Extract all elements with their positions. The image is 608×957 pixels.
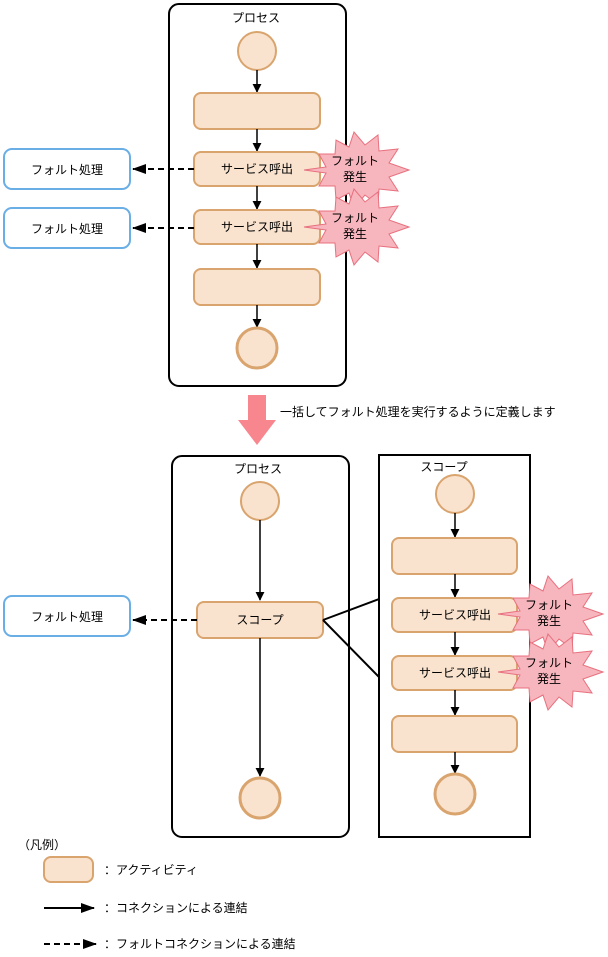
bottom-start-node[interactable]: [240, 481, 280, 521]
bottom-scope-activity-label: スコープ: [236, 613, 283, 627]
top-process-title: プロセス: [232, 11, 280, 25]
legend-activity-swatch: [43, 856, 94, 883]
top-end-node[interactable]: [235, 326, 279, 370]
top-fault-2-line1: フォルト: [331, 211, 379, 225]
legend: （凡例） ：アクティビティ ：コネクションによる連結 ：フォルトコネクションによ…: [18, 838, 296, 951]
scope-zoom-line-bottom: [322, 619, 380, 837]
bottom-fault-2-line1: フォルト: [525, 656, 573, 670]
top-fault-burst-1: フォルト 発生: [303, 130, 411, 210]
top-process: プロセス サービス呼出 サービス呼出: [168, 3, 347, 387]
top-activity-2[interactable]: [193, 268, 321, 306]
bottom-fault-handler[interactable]: [3, 595, 131, 637]
top-service-call-2-label: サービス呼出: [221, 220, 293, 234]
top-fault-handler-1[interactable]: [3, 148, 131, 190]
top-fault-handler-2[interactable]: [3, 207, 131, 249]
top-fault-2-line2: 発生: [343, 227, 367, 241]
top-activity-1[interactable]: [193, 92, 321, 130]
transition-text: 一括してフォルト処理を実行するように定義します: [280, 404, 556, 419]
legend-connection-label: ：コネクションによる連結: [104, 901, 248, 915]
fault-burst-icon: [303, 187, 411, 267]
top-fault-handler-2-label: フォルト処理: [31, 222, 103, 236]
top-start-node[interactable]: [237, 31, 277, 71]
transition-arrow-icon: [238, 395, 276, 445]
scope-service-call-2-label: サービス呼出: [419, 666, 491, 680]
scope-title: スコープ: [420, 460, 467, 474]
bottom-fault-1-line1: フォルト: [525, 598, 573, 612]
bottom-end-node[interactable]: [238, 776, 282, 820]
legend-title: （凡例）: [18, 838, 66, 852]
top-fault-1-line2: 発生: [343, 170, 367, 184]
bottom-fault-2-line2: 発生: [537, 672, 561, 686]
bottom-fault-handler-label: フォルト処理: [31, 610, 103, 624]
scope-activity-1[interactable]: [391, 537, 518, 575]
scope-service-call-1-label: サービス呼出: [419, 608, 491, 622]
top-fault-burst-2: フォルト 発生: [303, 187, 411, 267]
scope-detail: スコープ サービス呼出 サービス呼出: [378, 454, 531, 838]
bottom-fault-1-line2: 発生: [537, 614, 561, 628]
scope-activity-2[interactable]: [391, 715, 518, 753]
bottom-fault-burst-2: フォルト 発生: [497, 632, 605, 712]
top-fault-1-line1: フォルト: [331, 154, 379, 168]
legend-activity-label: ：アクティビティ: [104, 863, 198, 877]
scope-start-node[interactable]: [435, 474, 475, 514]
top-service-call-1-label: サービス呼出: [221, 162, 293, 176]
fault-burst-icon: [497, 632, 605, 712]
scope-zoom-line-top: [322, 455, 380, 621]
scope-end-node[interactable]: [433, 772, 477, 816]
top-fault-handler-1-label: フォルト処理: [31, 163, 103, 177]
bottom-process-title: プロセス: [234, 462, 282, 476]
legend-fault-connection-label: ：フォルトコネクションによる連結: [104, 937, 296, 951]
bottom-process: プロセス スコープ: [171, 455, 350, 838]
